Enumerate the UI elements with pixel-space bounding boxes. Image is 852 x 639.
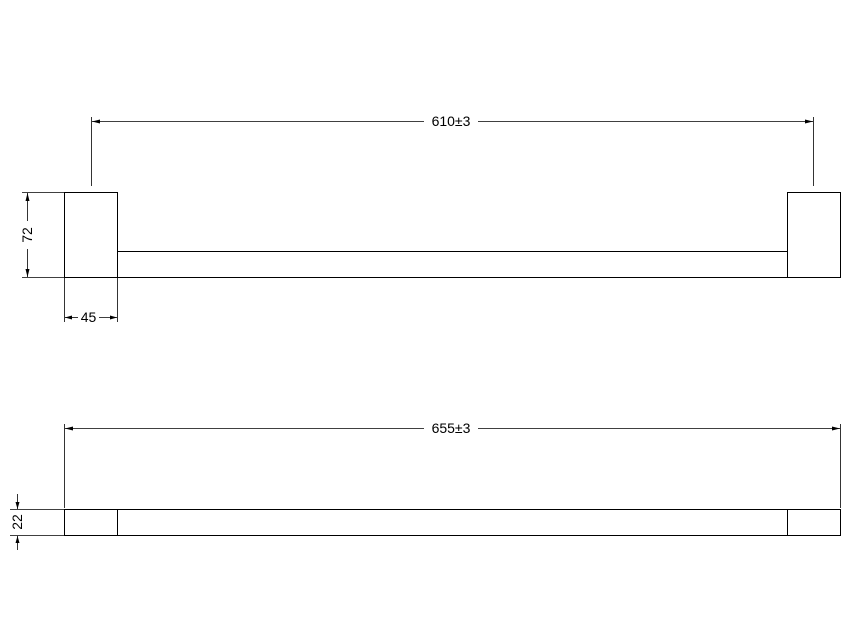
arrow-22-bottom: [15, 536, 20, 543]
arrow-72-top: [25, 193, 30, 201]
arrow-45-right: [110, 315, 117, 320]
plan-view: 655±3 22: [9, 420, 841, 550]
bar-front: [117, 251, 788, 278]
arrow-22-top: [15, 502, 20, 509]
right-mount-front: [787, 192, 841, 278]
dim-label-45: 45: [81, 309, 97, 325]
dim-label-655: 655±3: [432, 420, 471, 436]
arrow-45-left: [65, 315, 72, 320]
arrow-655-left: [65, 426, 73, 431]
front-view: 610±3 72 45: [19, 113, 841, 325]
arrow-655-right: [832, 426, 840, 431]
dim-label-610: 610±3: [432, 113, 471, 129]
arrow-72-bottom: [25, 269, 30, 277]
dim-label-22: 22: [9, 514, 25, 530]
arrow-610-right: [805, 119, 813, 124]
dim-label-72: 72: [19, 227, 35, 243]
bar-plan-outline: [64, 509, 841, 536]
arrow-610-left: [92, 119, 100, 124]
left-mount-front: [64, 192, 118, 278]
